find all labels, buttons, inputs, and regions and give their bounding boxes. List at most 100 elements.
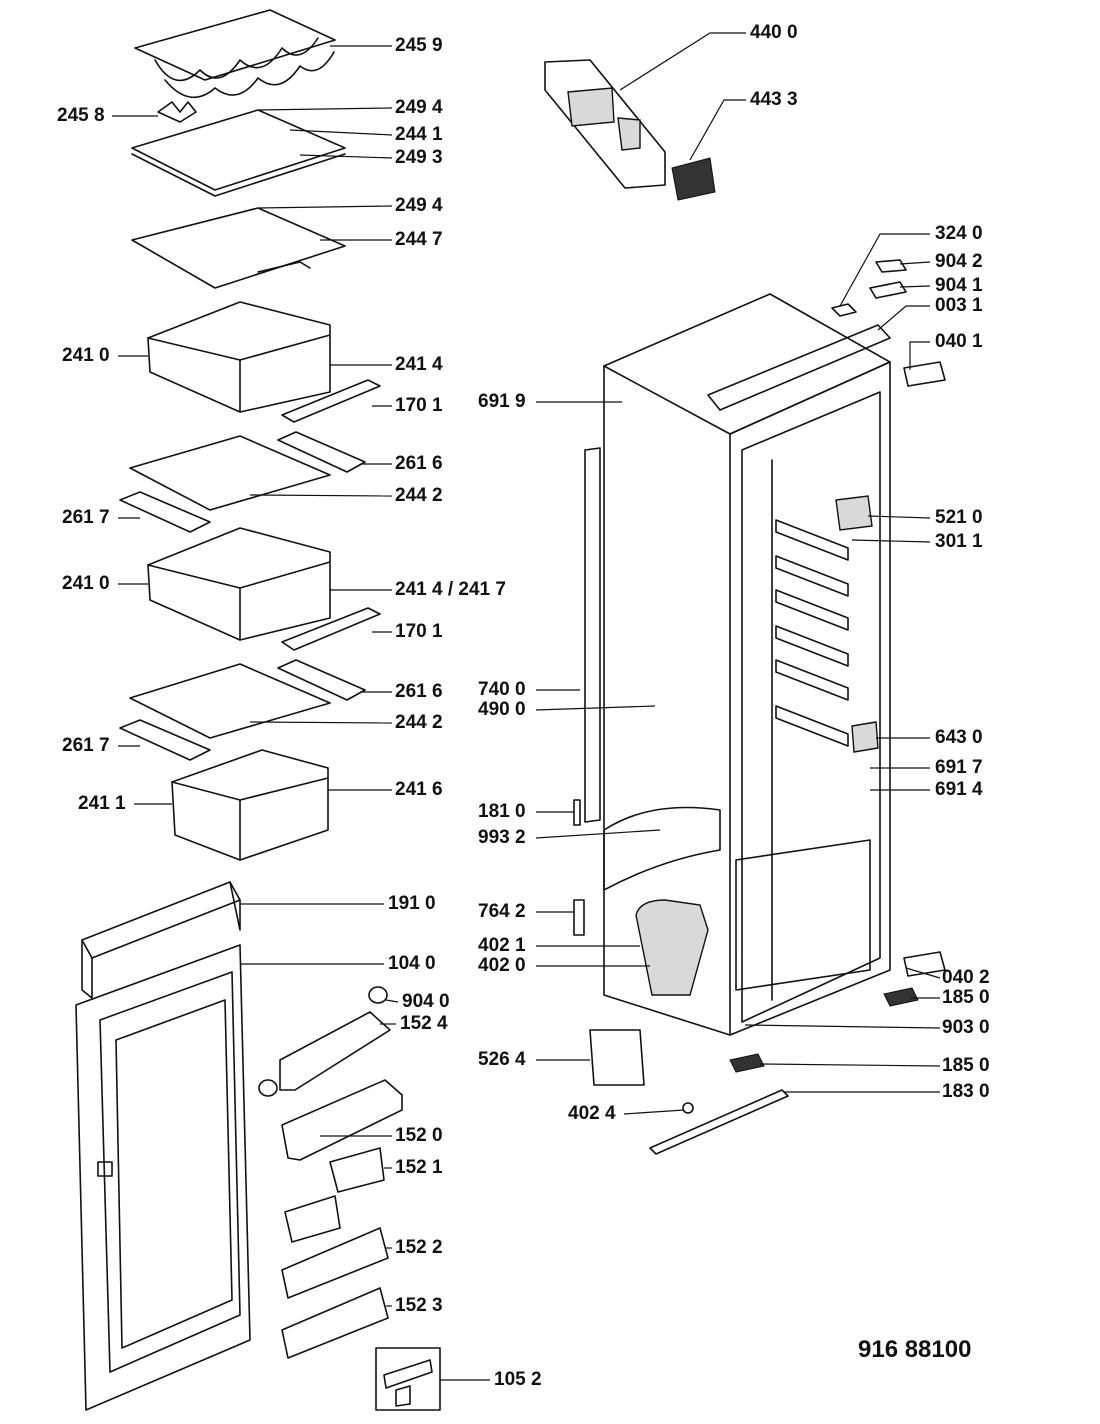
crisper-drawer-2-shape [147,527,331,641]
label-4024: 402 4 [568,1103,616,1124]
label-2442-a: 244 2 [395,485,443,506]
label-2442-b: 244 2 [395,712,443,733]
lower-compartment-shape [735,839,871,991]
label-4020: 402 0 [478,955,526,976]
label-1040: 104 0 [388,953,436,974]
foot-185-upper-shape [883,987,919,1007]
label-2494-b: 249 4 [395,195,443,216]
dairy-flap-shape [279,1011,391,1091]
label-1521: 152 1 [395,1157,443,1178]
label-7400: 740 0 [478,679,526,700]
grommet-shape [682,1102,694,1114]
glass-cover-1-shape [129,435,331,511]
label-9040: 904 0 [402,991,450,1012]
fan-kit-box-shape [544,59,666,189]
fan-motor-shape [617,117,641,151]
label-1701-b: 170 1 [395,621,443,642]
cabinet-shape [603,293,891,1036]
label-4433: 443 3 [750,89,798,110]
label-2414: 241 4 [395,354,443,375]
label-9030: 903 0 [942,1017,990,1038]
label-0401: 040 1 [935,331,983,352]
fan-housing-shape [567,87,615,127]
label-1810: 181 0 [478,801,526,822]
label-4400: 440 0 [750,22,798,43]
label-2617-a: 261 7 [62,507,110,528]
hinge-040-1-shape [903,361,946,387]
label-2617-b: 261 7 [62,735,110,756]
glass-cover-2-shape [129,663,331,739]
crisper-drawer-1-shape [147,301,331,413]
label-7642: 764 2 [478,901,526,922]
label-2459: 245 9 [395,35,443,56]
filter-drier-shape [573,899,585,936]
label-1910: 191 0 [388,893,436,914]
label-2616-a: 261 6 [395,453,443,474]
strip-1a-shape [277,431,366,473]
cover-rail-2-shape [281,607,381,651]
compressor-shape [635,899,709,996]
wine-rack-shape [134,9,336,99]
label-6914: 691 4 [935,779,983,800]
label-2447: 244 7 [395,229,443,250]
label-1523: 152 3 [395,1295,443,1316]
clip-shape [157,101,197,123]
hinge-parts-shape [383,1359,433,1407]
label-2410-b: 241 0 [62,573,110,594]
label-9041: 904 1 [935,275,983,296]
label-0031: 003 1 [935,295,983,316]
label-2616-b: 261 6 [395,681,443,702]
label-2493: 249 3 [395,147,443,168]
door-shape [75,944,251,1411]
washer-top-shape [368,986,388,1004]
light-box-shape [851,721,879,753]
brackets-904-shape [869,259,907,299]
condenser-shape [584,447,601,823]
hinge-040-2-shape [903,951,946,977]
part-181-shape [573,799,581,826]
label-2458: 245 8 [57,105,105,126]
door-bin-mid-shape [281,1227,389,1299]
glass-shelf-second-shape [131,207,346,289]
label-1850-b: 185 0 [942,1055,990,1076]
foot-185-lower-shape [729,1053,765,1073]
door-bin-small-1-shape [329,1147,385,1193]
label-5264: 526 4 [478,1049,526,1070]
label-6430: 643 0 [935,727,983,748]
label-4021: 402 1 [478,935,526,956]
hinge-box-shape [375,1347,441,1411]
label-1830: 183 0 [942,1081,990,1102]
label-5210: 521 0 [935,507,983,528]
label-2416: 241 6 [395,779,443,800]
label-1052: 105 2 [494,1369,542,1390]
cap-324-shape [831,303,857,317]
door-gasket-shape [81,881,241,999]
relay-box-shape [589,1029,645,1086]
model-code: 916 88100 [858,1336,972,1363]
rail-183-shape [649,1089,789,1155]
label-4900: 490 0 [478,699,526,720]
label-1522: 152 2 [395,1237,443,1258]
strip-2b-shape [119,719,211,761]
label-6917: 691 7 [935,757,983,778]
washer-bottom-shape [258,1079,278,1097]
top-hinge-plate-shape [707,324,891,411]
shelf-supports-shape [775,519,849,747]
door-bin-small-2-shape [284,1195,341,1243]
label-1850-a: 185 0 [942,987,990,1008]
label-2494-a: 249 4 [395,97,443,118]
label-2441: 244 1 [395,124,443,145]
glass-shelf-upper-shape [131,109,346,197]
strip-1b-shape [119,491,211,533]
label-1701-a: 170 1 [395,395,443,416]
label-2410-a: 241 0 [62,345,110,366]
door-bin-bottom-shape [281,1287,389,1359]
label-1524: 152 4 [400,1013,448,1034]
door-bin-large-shape [281,1079,403,1161]
thermostat-shape [835,495,873,531]
label-2414-2417: 241 4 / 241 7 [395,579,506,600]
label-0402: 040 2 [942,967,990,988]
grille-shape [671,157,716,201]
